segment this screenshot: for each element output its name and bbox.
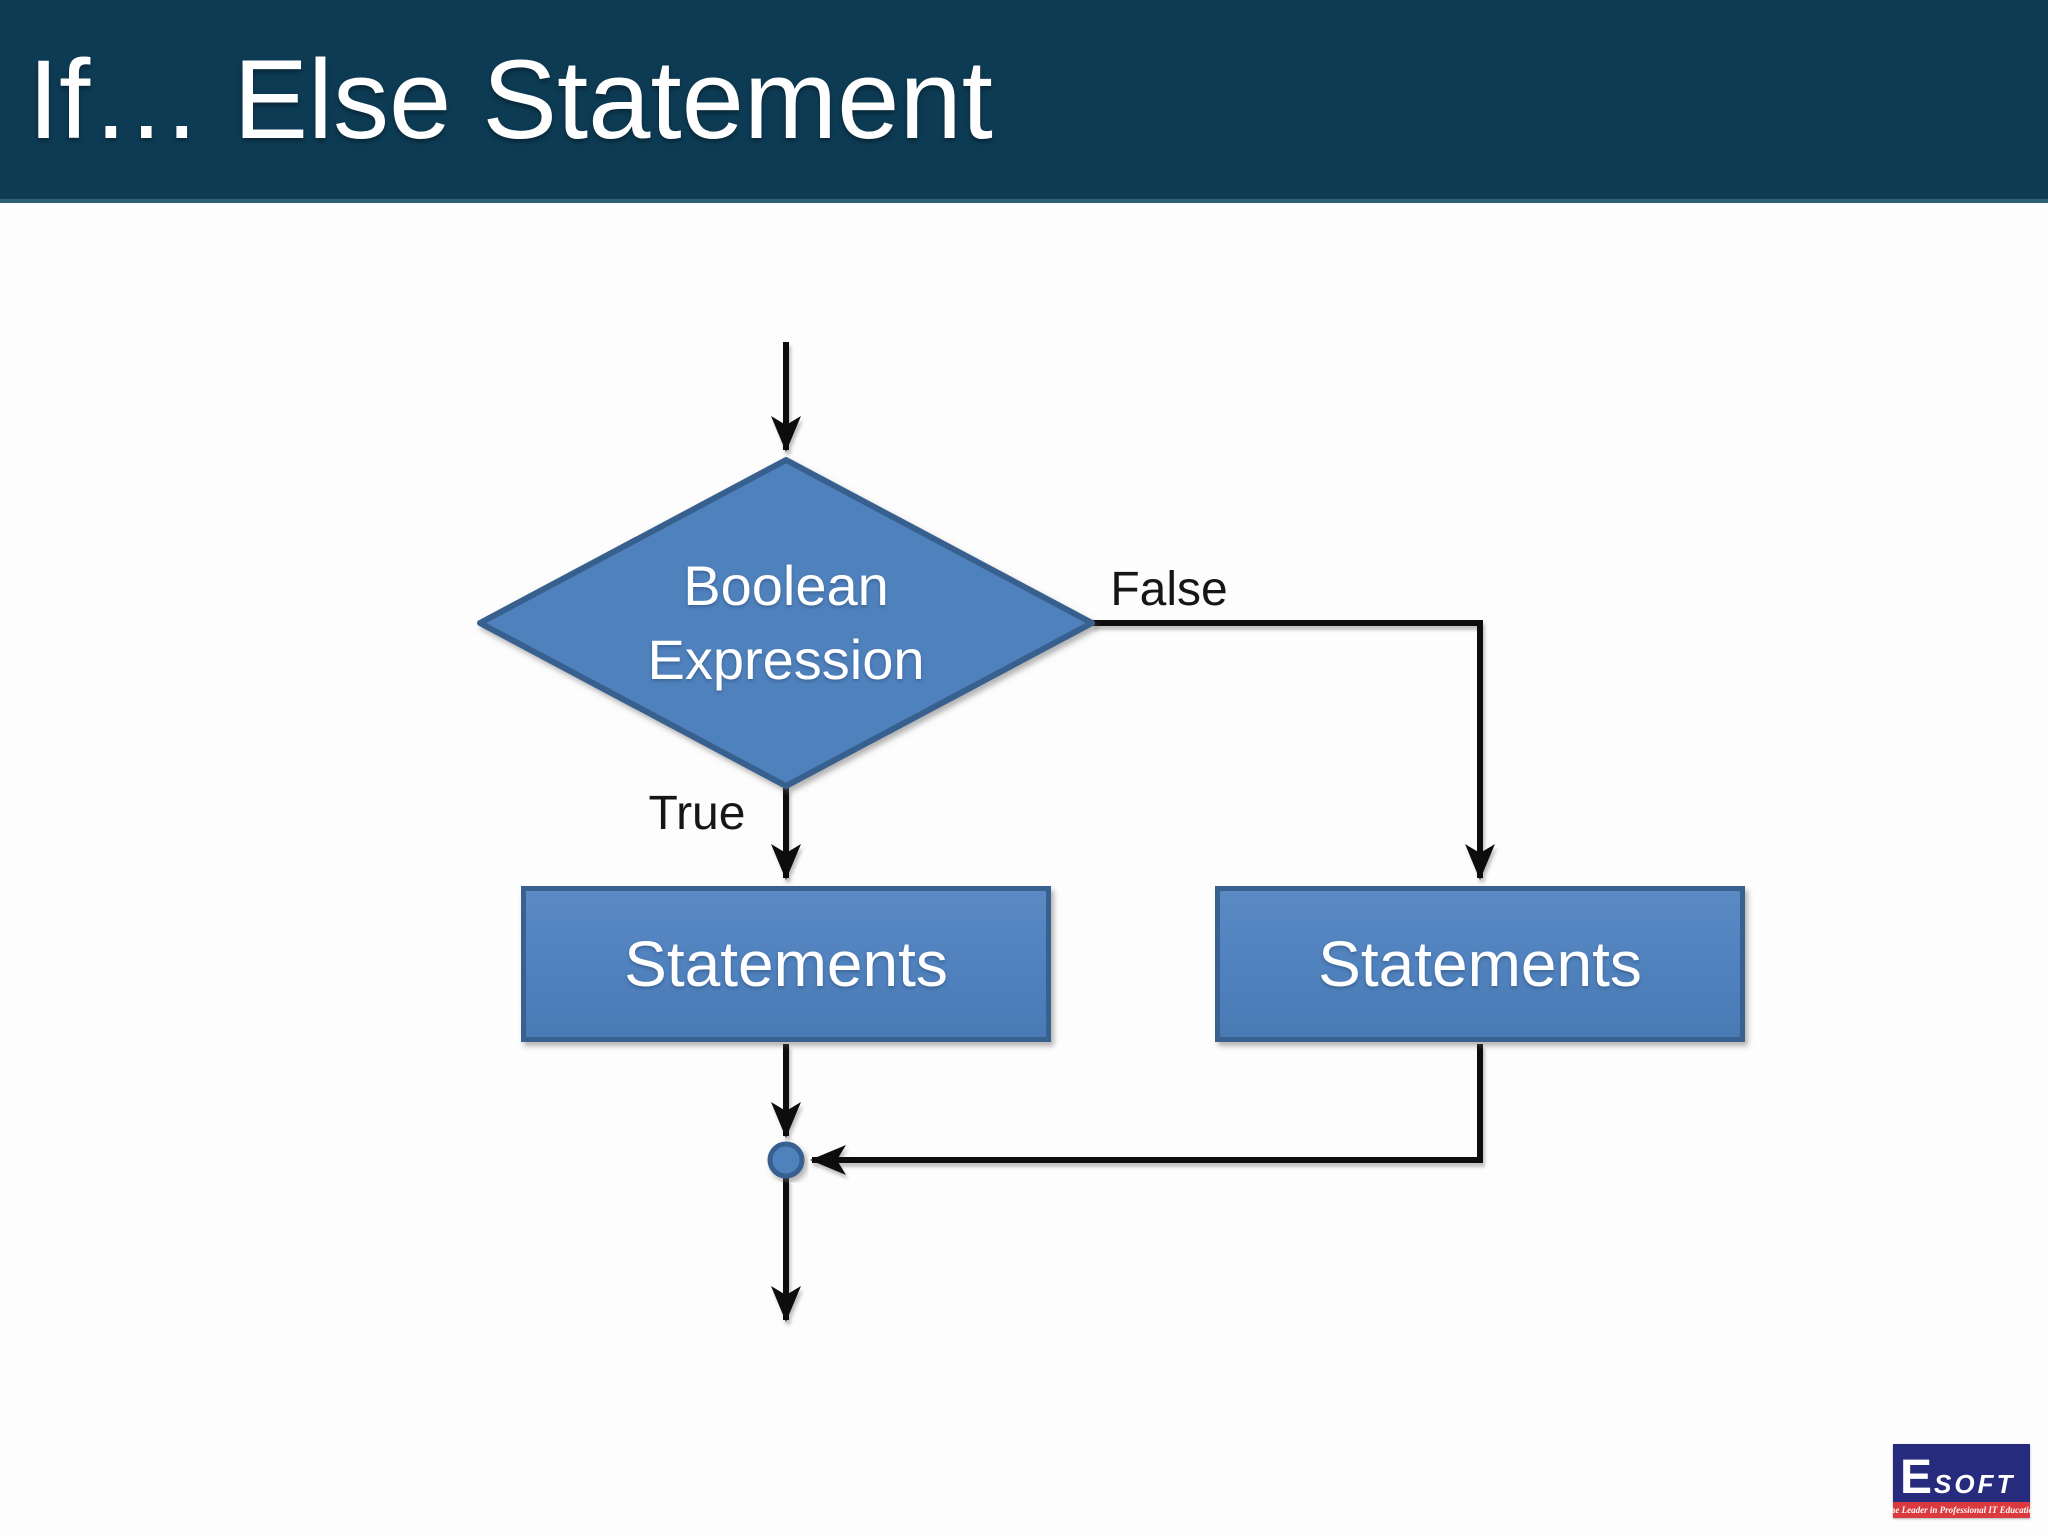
statements-box-true: Statements xyxy=(521,886,1051,1042)
esoft-logo-soft-text: SOFT xyxy=(1934,1469,2016,1499)
esoft-logo: E SOFT The Leader in Professional IT Edu… xyxy=(1885,1444,2038,1518)
right-box-to-junction-connector xyxy=(810,1044,1483,1175)
false-branch-connector xyxy=(1092,620,1495,880)
decision-label: Boolean Expression xyxy=(647,554,925,691)
decision-diamond-shape xyxy=(477,457,1095,789)
false-branch-label: False xyxy=(1110,563,1228,616)
statements-box-false-label: Statements xyxy=(1318,928,1642,1000)
slide-header: If… Else Statement xyxy=(0,0,2048,203)
esoft-logo-tagline: The Leader in Professional IT Education xyxy=(1885,1502,2038,1518)
statements-box-true-label: Statements xyxy=(624,928,948,1000)
esoft-logo-letter-e: E xyxy=(1900,1450,1933,1502)
page-title: If… Else Statement xyxy=(28,36,993,162)
esoft-logo-wordmark: E SOFT xyxy=(1893,1444,2030,1502)
true-branch-label: True xyxy=(648,787,746,840)
merge-junction-circle xyxy=(767,1141,805,1179)
statements-box-false: Statements xyxy=(1215,886,1745,1042)
